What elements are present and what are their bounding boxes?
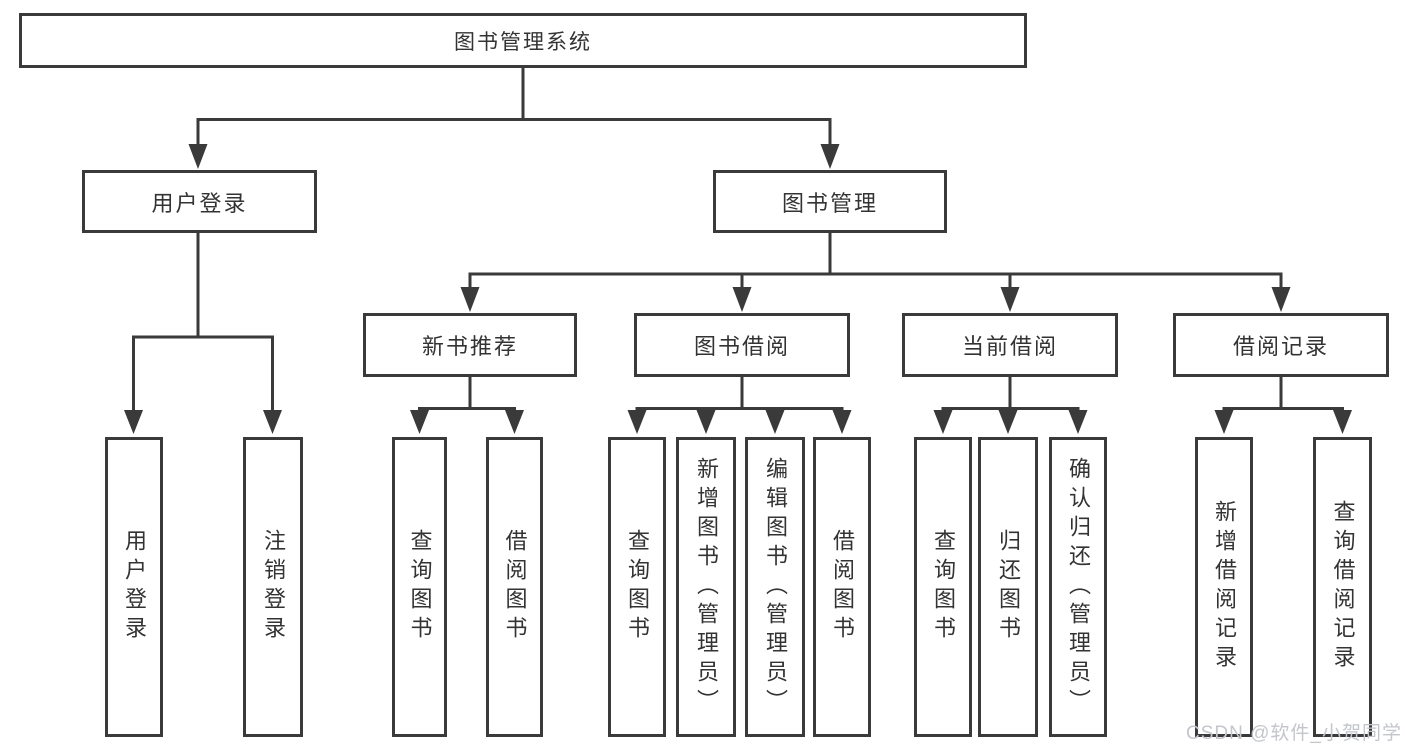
leaf-newbookrec-query-book-label: 查询图书 xyxy=(407,529,433,645)
node-book-borrowing-label: 图书借阅 xyxy=(693,334,790,359)
leaf-current-query-book-label: 查询图书 xyxy=(931,529,956,645)
node-new-book-recommend-label: 新书推荐 xyxy=(421,334,518,359)
node-current-borrowing-label: 当前借阅 xyxy=(961,334,1058,359)
leaf-newbookrec-borrow-book-label: 借阅图书 xyxy=(502,529,528,645)
node-borrow-records: 借阅记录 xyxy=(1173,313,1389,377)
leaf-current-confirm-return-admin: 确认归还（管理员） xyxy=(1049,437,1107,737)
csdn-watermark: CSDN @软件_小贺同学 xyxy=(1186,723,1402,744)
node-book-borrowing: 图书借阅 xyxy=(634,313,850,377)
leaf-user-login-label: 用户登录 xyxy=(122,529,147,645)
node-new-book-recommend: 新书推荐 xyxy=(363,313,577,377)
leaf-borrowing-add-book-admin: 新增图书（管理员） xyxy=(676,437,736,737)
connector-lines xyxy=(132,68,1344,411)
leaf-borrowing-edit-book-admin-label: 编辑图书（管理员） xyxy=(763,456,788,718)
leaf-borrowing-query-book: 查询图书 xyxy=(608,437,666,737)
node-system-root: 图书管理系统 xyxy=(19,13,1027,68)
leaf-current-query-book: 查询图书 xyxy=(914,437,972,737)
leaf-records-add-record: 新增借阅记录 xyxy=(1195,437,1253,737)
leaf-logout-login: 注销登录 xyxy=(243,437,303,737)
leaf-records-query-record-label: 查询借阅记录 xyxy=(1330,500,1356,674)
leaf-current-return-book-label: 归还图书 xyxy=(996,529,1021,645)
leaf-borrowing-edit-book-admin: 编辑图书（管理员） xyxy=(745,437,805,737)
leaf-logout-login-label: 注销登录 xyxy=(261,529,286,645)
leaf-records-query-record: 查询借阅记录 xyxy=(1313,437,1372,737)
leaf-current-return-book: 归还图书 xyxy=(978,437,1038,737)
leaf-newbookrec-borrow-book: 借阅图书 xyxy=(486,437,543,737)
node-current-borrowing: 当前借阅 xyxy=(902,313,1118,377)
leaf-borrowing-borrow-book-label: 借阅图书 xyxy=(830,529,855,645)
node-system-root-label: 图书管理系统 xyxy=(454,30,592,54)
node-user-login: 用户登录 xyxy=(82,170,317,233)
leaf-borrowing-borrow-book: 借阅图书 xyxy=(813,437,871,737)
leaf-borrowing-query-book-label: 查询图书 xyxy=(625,529,650,645)
node-book-management: 图书管理 xyxy=(713,170,947,233)
node-borrow-records-label: 借阅记录 xyxy=(1232,334,1329,359)
leaf-records-add-record-label: 新增借阅记录 xyxy=(1212,500,1237,674)
leaf-current-confirm-return-admin-label: 确认归还（管理员） xyxy=(1066,456,1091,718)
leaf-user-login: 用户登录 xyxy=(105,437,163,737)
leaf-borrowing-add-book-admin-label: 新增图书（管理员） xyxy=(694,456,719,718)
node-user-login-label: 用户登录 xyxy=(151,190,248,216)
leaf-newbookrec-query-book: 查询图书 xyxy=(392,437,447,737)
node-book-management-label: 图书管理 xyxy=(781,190,878,216)
connector-arrowheads xyxy=(124,144,1352,434)
